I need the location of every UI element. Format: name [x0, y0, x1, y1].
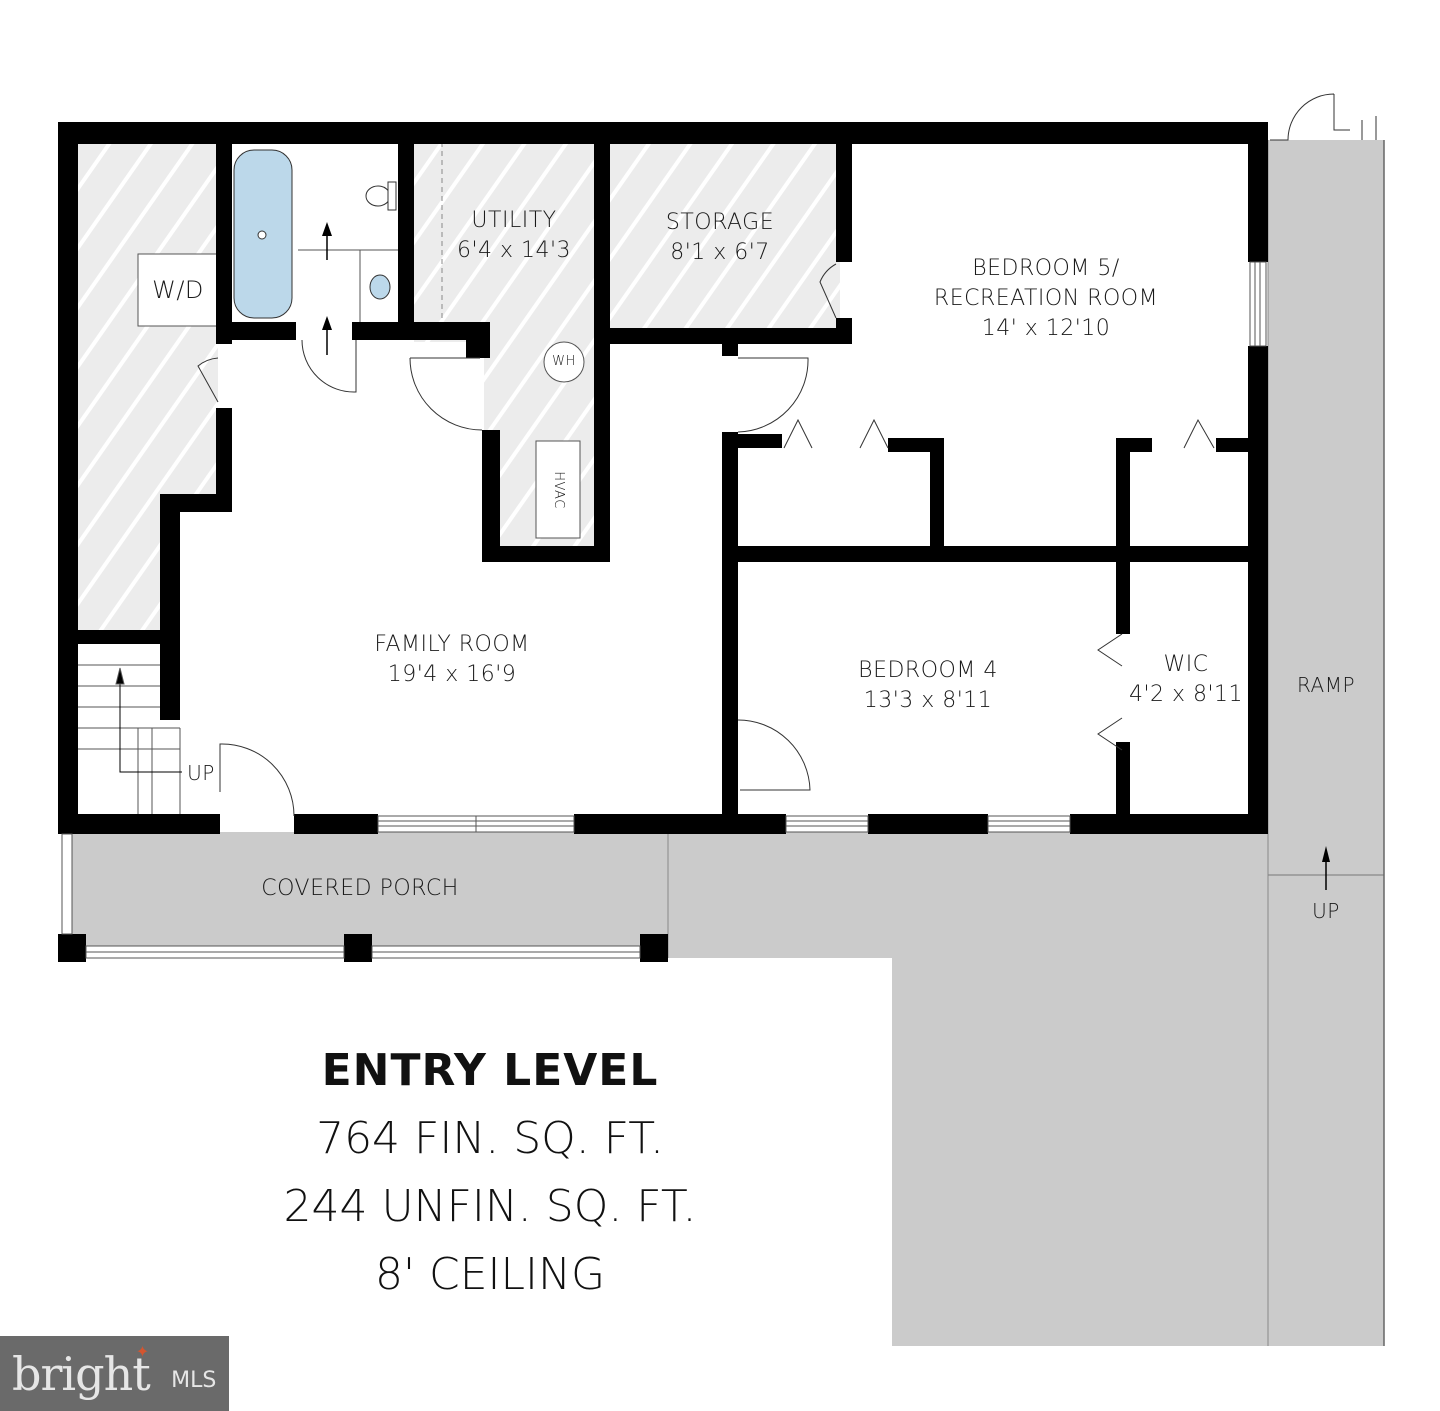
logo-wordmark: bright — [12, 1346, 151, 1401]
doors — [197, 93, 1377, 817]
room-wic: WIC 4'2 x 8'11 — [1129, 650, 1243, 710]
room-bedroom-4: BEDROOM 4 13'3 x 8'11 — [858, 656, 998, 716]
room-name: COVERED PORCH — [261, 876, 459, 901]
logo-suffix: MLS — [171, 1368, 217, 1393]
logo-star-icon: ✦ — [135, 1343, 150, 1361]
room-storage: STORAGE 8'1 x 6'7 — [666, 208, 774, 268]
room-utility: UTILITY 6'4 x 14'3 — [457, 206, 571, 266]
stairs-up-label: UP — [187, 761, 215, 785]
level-title: ENTRY LEVEL — [321, 1045, 659, 1096]
room-name: UTILITY — [471, 208, 557, 233]
finished-area: 764 FIN. SQ. FT. — [316, 1113, 664, 1164]
ceiling-height: 8' CEILING — [374, 1249, 606, 1300]
room-bedroom-5: BEDROOM 5/ RECREATION ROOM 14' x 12'10 — [934, 254, 1158, 344]
walls — [58, 122, 1268, 962]
water-heater-label: WH — [552, 354, 576, 369]
room-covered-porch: COVERED PORCH — [261, 874, 459, 904]
room-name-line1: BEDROOM 5/ — [972, 256, 1120, 281]
room-dimensions: 6'4 x 14'3 — [456, 238, 572, 263]
bright-mls-logo: bright ✦ MLS — [0, 1336, 229, 1411]
room-dimensions: 19'4 x 16'9 — [387, 662, 517, 687]
room-dimensions: 8'1 x 6'7 — [670, 240, 770, 265]
room-name: FAMILY ROOM — [374, 632, 530, 657]
room-name: WIC — [1163, 652, 1209, 677]
room-dimensions: 14' x 12'10 — [981, 316, 1111, 341]
room-name-line2: RECREATION ROOM — [933, 286, 1159, 311]
room-family-room: FAMILY ROOM 19'4 x 16'9 — [374, 630, 529, 690]
room-dimensions: 4'2 x 8'11 — [1128, 682, 1244, 707]
room-name: BEDROOM 4 — [858, 658, 998, 683]
stairs — [78, 664, 182, 814]
room-ramp: RAMP — [1297, 670, 1355, 700]
washer-dryer-label: W/D — [152, 276, 204, 304]
ramp-arrow-icon — [1322, 846, 1330, 890]
room-dimensions: 13'3 x 8'11 — [863, 688, 993, 713]
unfinished-area: 244 UNFIN. SQ. FT. — [283, 1181, 697, 1232]
windows — [61, 261, 1267, 959]
ramp-up-label: UP — [1312, 899, 1340, 923]
room-name: RAMP — [1296, 673, 1356, 697]
hvac-label: HVAC — [551, 471, 566, 509]
room-name: STORAGE — [665, 210, 775, 235]
